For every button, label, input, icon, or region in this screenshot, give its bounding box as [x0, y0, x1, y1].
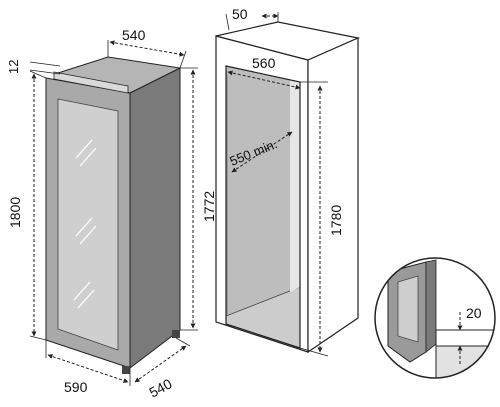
- dim-appliance-height-body: 1772: [201, 191, 217, 222]
- niche-cavity-right-wall: [290, 80, 300, 292]
- niche-cavity-back: [226, 66, 300, 316]
- dim-detail-gap: 20: [466, 305, 482, 321]
- appliance-door-glass: [57, 98, 119, 351]
- dim-top-offset: 12: [6, 60, 21, 74]
- dim-appliance-width: 540: [122, 27, 146, 43]
- dim-niche-top-gap: 50: [232, 6, 248, 22]
- niche-drawing: 50 560 550 min. 1780: [215, 6, 360, 357]
- niche-side-face: [307, 37, 359, 354]
- dim-door-width: 590: [64, 379, 88, 395]
- dim-niche-width: 560: [252, 55, 276, 71]
- dim-appliance-height-total: 1800: [7, 197, 23, 228]
- dim-niche-height: 1780: [328, 205, 344, 236]
- appliance-foot: [172, 330, 180, 338]
- appliance-drawing: 540 12 1800 1772 590 540: [6, 27, 217, 401]
- detail-circle-outline: [374, 257, 496, 379]
- glass-reflection-lines: [73, 139, 97, 309]
- dim-appliance-depth: 540: [146, 375, 174, 400]
- appliance-handle: [53, 71, 129, 94]
- appliance-foot: [122, 366, 130, 374]
- appliance-side-panel: [129, 67, 181, 370]
- detail-callout: 20: [374, 257, 496, 379]
